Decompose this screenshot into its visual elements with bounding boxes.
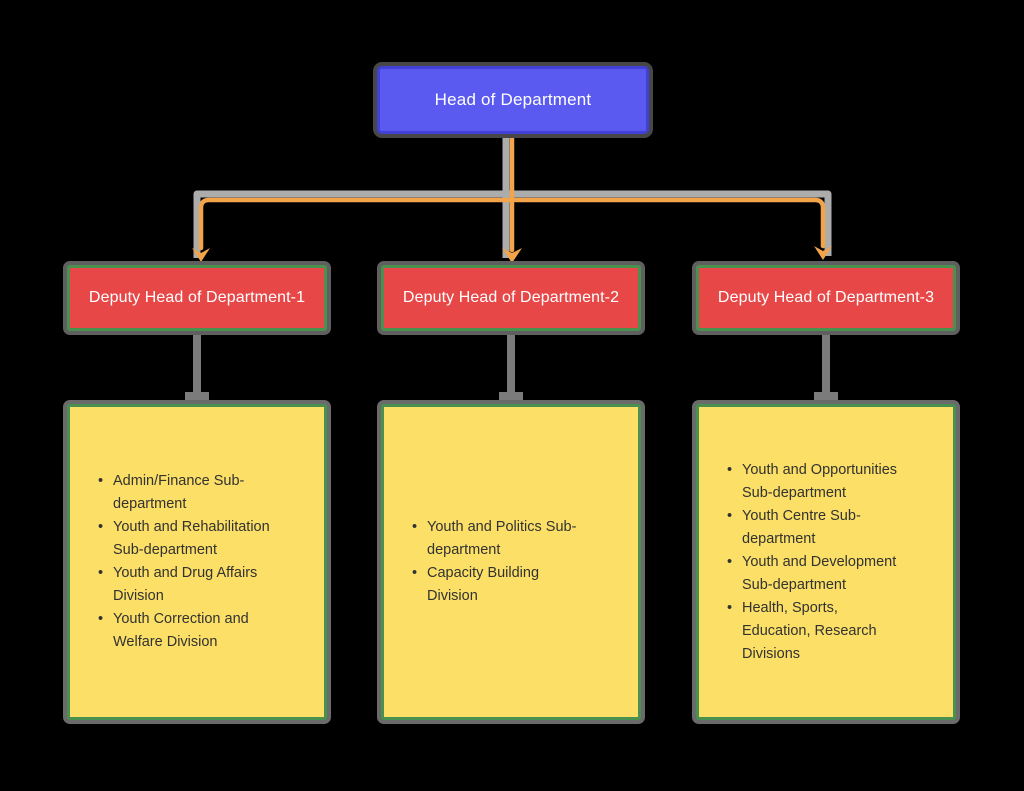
list-item: Youth and Development Sub-department (726, 551, 904, 597)
sub-department-list-3: Youth and Opportunities Sub-departmentYo… (699, 459, 904, 666)
sub-department-list-1: Admin/Finance Sub-departmentYouth and Re… (70, 470, 275, 654)
arrowhead-deputy-1 (192, 248, 210, 262)
deputy-node-2: Deputy Head of Department-2 (381, 265, 641, 331)
list-item: Youth and Drug Affairs Division (97, 562, 275, 608)
sub-department-list-2: Youth and Politics Sub-departmentCapacit… (384, 516, 589, 608)
deputy-node-3: Deputy Head of Department-3 (696, 265, 956, 331)
list-item: Health, Sports, Education, Research Divi… (726, 597, 904, 666)
arrowhead-deputy-3 (814, 246, 832, 260)
connector-orange-left (198, 197, 515, 251)
deputy-node-2-label: Deputy Head of Department-2 (402, 289, 620, 306)
leaf-box-1: Admin/Finance Sub-departmentYouth and Re… (67, 404, 327, 720)
list-item: Youth and Opportunities Sub-department (726, 459, 904, 505)
list-item: Admin/Finance Sub-department (97, 470, 275, 516)
deputy-node-3-label: Deputy Head of Department-3 (717, 289, 935, 306)
connector-endcap-1 (185, 392, 209, 402)
deputy-node-1: Deputy Head of Department-1 (67, 265, 327, 331)
deputy-node-1-label: Deputy Head of Department-1 (88, 289, 306, 306)
arrowhead-deputy-2 (502, 248, 522, 263)
leaf-box-2: Youth and Politics Sub-departmentCapacit… (381, 404, 641, 720)
list-item: Youth Correction and Welfare Division (97, 608, 275, 654)
list-item: Youth and Rehabilitation Sub-department (97, 516, 275, 562)
head-node: Head of Department (377, 66, 649, 134)
list-item: Capacity Building Division (411, 562, 589, 608)
leaf-box-3: Youth and Opportunities Sub-departmentYo… (696, 404, 956, 720)
connector-endcap-3 (814, 392, 838, 402)
connector-orange-right (509, 197, 826, 249)
head-node-label: Head of Department (434, 90, 592, 109)
list-item: Youth and Politics Sub-department (411, 516, 589, 562)
connector-endcap-2 (499, 392, 523, 402)
list-item: Youth Centre Sub-department (726, 505, 904, 551)
